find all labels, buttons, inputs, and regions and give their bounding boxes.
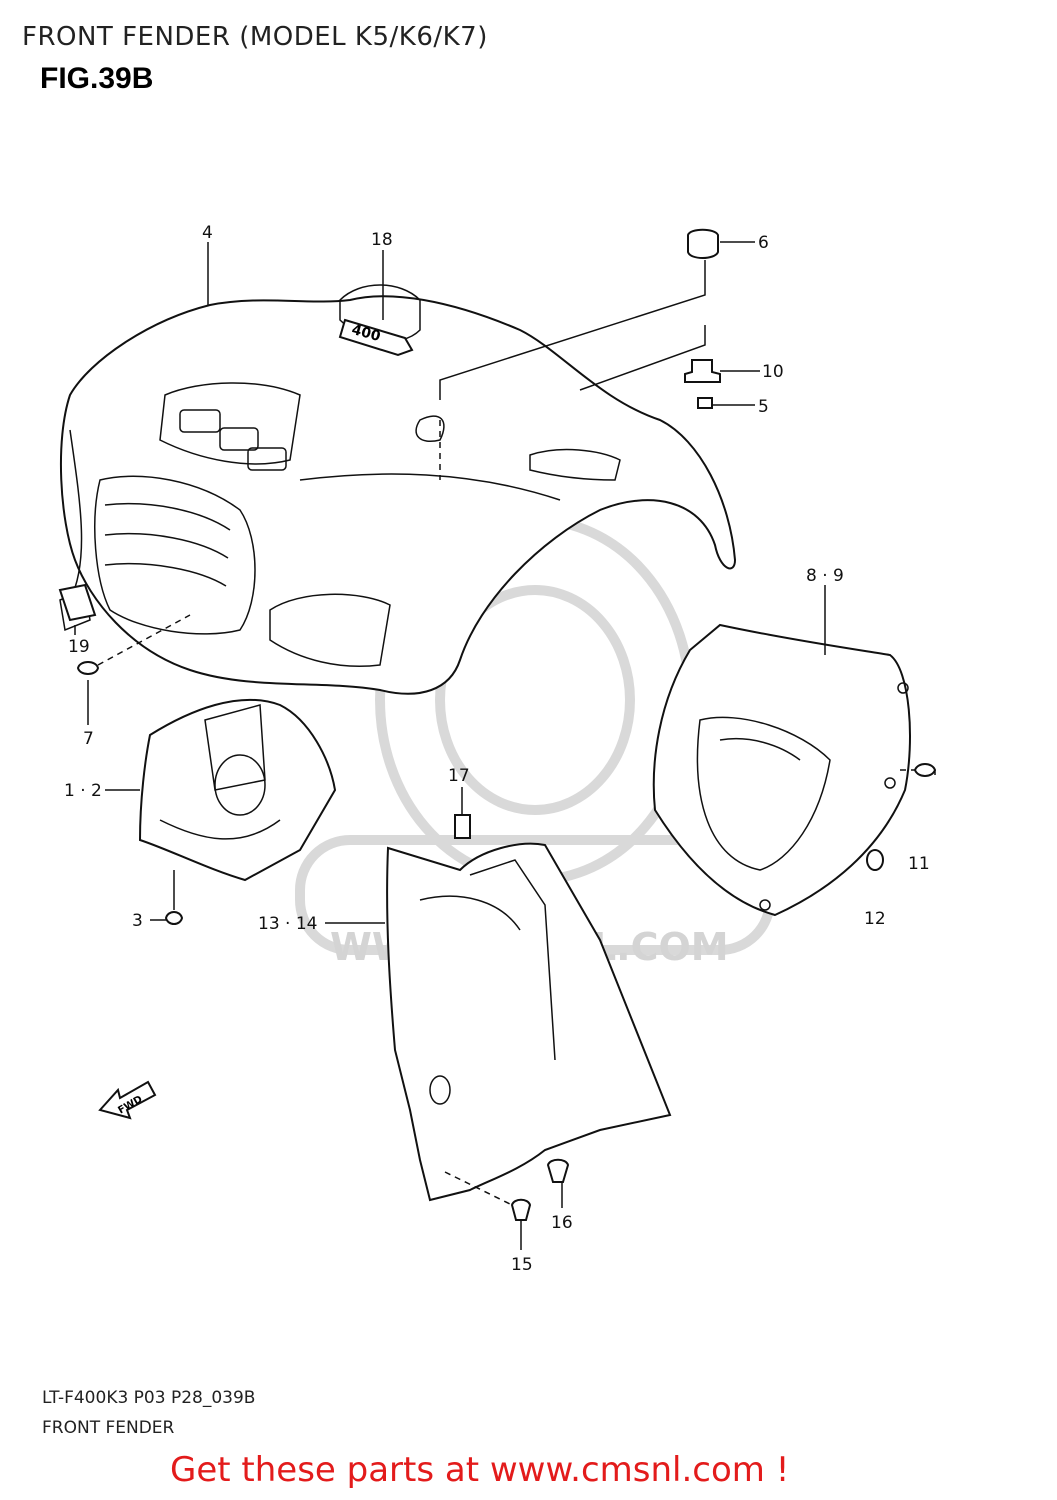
leader-lines	[74, 241, 936, 1250]
callout-18: 18	[371, 230, 393, 250]
hardware-parts	[76, 228, 937, 1221]
callout-7: 7	[83, 729, 94, 749]
diagram-code: LT-F400K3 P03 P28_039B	[42, 1388, 256, 1408]
nut-17	[454, 814, 471, 839]
screw-3	[164, 911, 184, 925]
callout-1-2: 1 · 2	[64, 781, 102, 801]
callout-labels: 4 18 6 10 5 19 7 8 · 9 1 · 2 3 17 13 · 1…	[64, 223, 930, 1275]
figure-label: FIG.39B	[40, 62, 154, 95]
diagram-name: FRONT FENDER	[42, 1418, 175, 1438]
rivet-15	[510, 1198, 532, 1221]
callout-15: 15	[511, 1255, 533, 1275]
callout-10: 10	[762, 362, 784, 382]
callout-3: 3	[132, 911, 143, 931]
collar-10	[684, 359, 721, 383]
callout-13-14: 13 · 14	[258, 914, 317, 934]
callout-6: 6	[758, 233, 769, 253]
bolt-5	[697, 397, 713, 409]
bracket-1-2-part	[138, 698, 337, 882]
clip-19-part	[58, 583, 97, 622]
callout-19: 19	[68, 637, 90, 657]
front-fender-part	[59, 284, 737, 695]
callout-17: 17	[448, 766, 470, 786]
badge-text: 400	[350, 322, 383, 345]
rivet-16	[546, 1158, 570, 1183]
screw-7	[76, 661, 100, 675]
page-title: FRONT FENDER (MODEL K5/K6/K7)	[22, 22, 488, 52]
fastener-11	[913, 763, 937, 777]
callout-11: 11	[908, 854, 930, 874]
promo-link[interactable]: Get these parts at www.cmsnl.com !	[170, 1450, 790, 1490]
fwd-arrow-icon: FWD	[98, 1080, 157, 1120]
callout-8-9: 8 · 9	[806, 566, 844, 586]
side-cover-8-9-part	[652, 623, 911, 917]
callout-5: 5	[758, 397, 769, 417]
grommet-6	[687, 228, 719, 259]
washer-12	[866, 849, 884, 871]
callout-4: 4	[202, 223, 213, 243]
inner-fender-13-14-part	[386, 842, 672, 1202]
400-badge: 400	[338, 318, 414, 357]
callout-12: 12	[864, 909, 886, 929]
callout-16: 16	[551, 1213, 573, 1233]
